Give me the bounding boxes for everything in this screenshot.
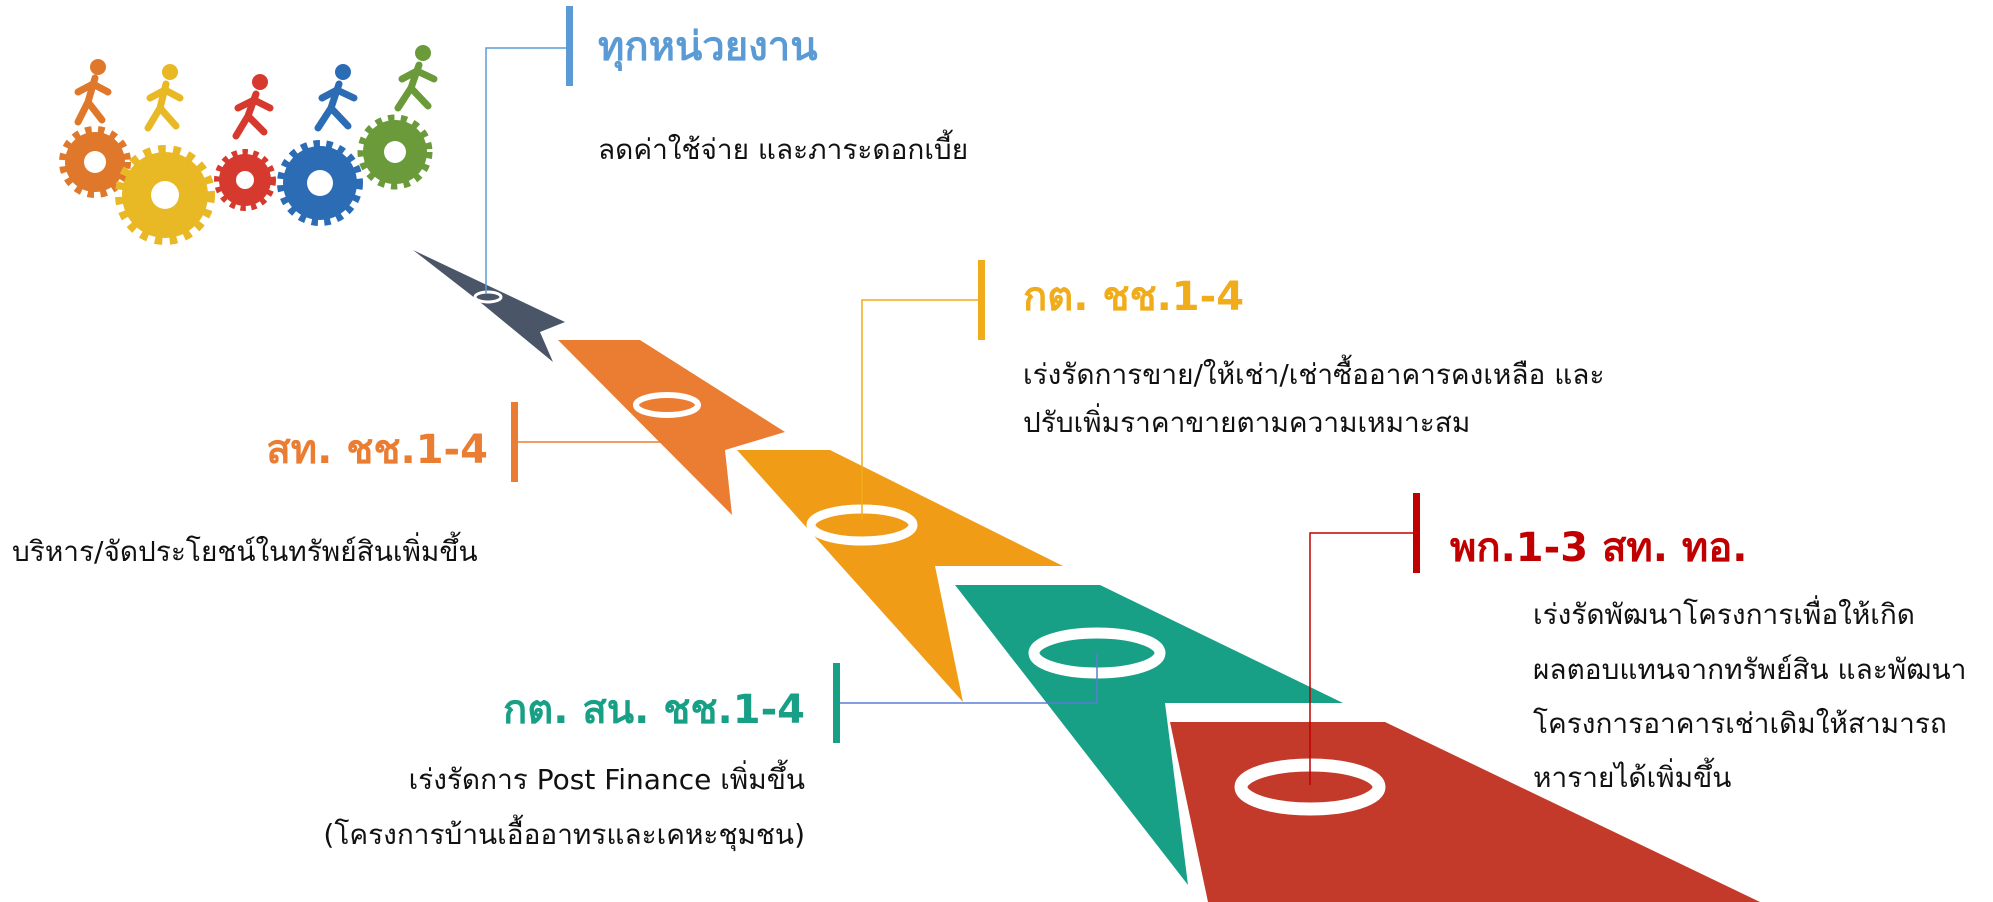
label-all-units-title: ทุกหน่วยงาน	[598, 24, 818, 70]
label-kt-sn-chch-desc-1: เร่งรัดการ Post Finance เพิ่มขึ้น	[408, 763, 805, 796]
label-pk-st-to-desc-4: หารายได้เพิ่มขึ้น	[1533, 761, 1732, 794]
label-st-chch-title: สท. ชช.1-4	[266, 427, 488, 473]
label-kt-chch-title: กต. ชช.1-4	[1023, 274, 1245, 320]
tick-kt-sn-chch	[833, 663, 840, 743]
connector-kt-sn-chch	[840, 653, 1098, 704]
label-all-units-desc: ลดค่าใช้จ่าย และภาระดอกเบี้ย	[598, 133, 969, 166]
path-segment-navy	[413, 250, 565, 362]
label-st-chch-desc: บริหาร/จัดประโยชน์ในทรัพย์สินเพิ่มขึ้น	[12, 535, 478, 568]
path-segment-red	[1170, 722, 1760, 902]
ring-orange	[633, 392, 701, 418]
tick-all-units	[566, 6, 573, 86]
gear-orange-icon	[59, 126, 131, 198]
tick-kt-chch	[978, 260, 985, 340]
runner-yellow-icon	[144, 64, 184, 132]
label-kt-chch-desc-1: เร่งรัดการขาย/ให้เช่า/เช่าซื้ออาคารคงเหล…	[1023, 358, 1605, 391]
gear-red-icon	[214, 149, 276, 211]
label-kt-sn-chch-desc-2: (โครงการบ้านเอื้ออาทรและเคหะชุมชน)	[323, 818, 805, 851]
label-kt-chch-desc-2: ปรับเพิ่มราคาขายตามความเหมาะสม	[1023, 406, 1471, 439]
label-pk-st-to-title: พก.1-3 สท. ทอ.	[1450, 525, 1748, 571]
path-segment-teal	[955, 585, 1343, 885]
gear-yellow-icon	[115, 145, 215, 245]
connector-all-units	[485, 47, 566, 294]
gears-runners-icon	[59, 45, 438, 245]
tick-pk-st-to	[1413, 493, 1420, 573]
label-kt-sn-chch-title: กต. สน. ชช.1-4	[503, 687, 805, 733]
ring-navy	[473, 290, 503, 304]
path-segment-orange	[558, 340, 785, 515]
label-pk-st-to-desc-3: โครงการอาคารเช่าเดิมให้สามารถ	[1533, 707, 1947, 740]
runner-green-icon	[394, 45, 438, 112]
tick-st-chch	[511, 402, 518, 482]
runner-red-icon	[232, 74, 274, 140]
runner-blue-icon	[314, 64, 358, 132]
connector-pk-st-to	[1309, 532, 1415, 785]
gear-green-icon	[357, 114, 433, 190]
connector-kt-chch	[861, 299, 978, 520]
runner-orange-icon	[74, 59, 112, 126]
gear-blue-icon	[277, 140, 363, 226]
path-segment-gold	[737, 450, 1063, 702]
label-pk-st-to-desc-1: เร่งรัดพัฒนาโครงการเพื่อให้เกิด	[1533, 598, 1915, 631]
label-pk-st-to-desc-2: ผลตอบแทนจากทรัพย์สิน และพัฒนา	[1533, 653, 1967, 686]
